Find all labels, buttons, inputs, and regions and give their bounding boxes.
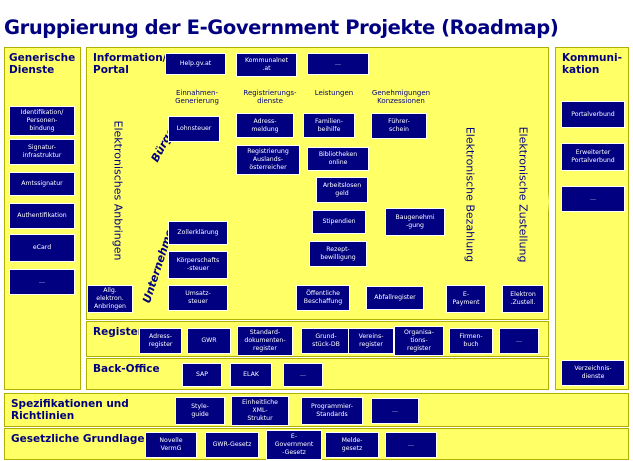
gesetzlich-more-box[interactable]: ...	[385, 432, 437, 458]
registrierung-header: Registrierungs- dienste	[243, 89, 297, 105]
adressregister-box[interactable]: Adress- register	[139, 328, 182, 354]
zustellung-label: Elektronische Zustellung	[516, 126, 530, 263]
e-government-gesetz-box[interactable]: E- Government -Gesetz	[266, 430, 322, 460]
kommunikation-title: Kommuni- kation	[562, 52, 622, 76]
grundstueck-db-box[interactable]: Grund- stück-DB	[301, 328, 351, 354]
leistungen-header: Leistungen	[314, 89, 354, 97]
baugenehmigung-box[interactable]: Baugenehmi -gung	[385, 208, 445, 236]
identifikation-box[interactable]: Identifikation/ Personen- bindung	[9, 106, 75, 136]
koerperschaftssteuer-box[interactable]: Körperschafts -steuer	[168, 251, 228, 279]
generisch-more-box[interactable]: ...	[9, 269, 75, 295]
generische-dienste-panel: Generische Dienste Identifikation/ Perso…	[4, 47, 81, 390]
gesetzliche-grundlagen-title: Gesetzliche Grundlagen	[11, 433, 152, 445]
help-gv-box[interactable]: Help.gv.at	[165, 53, 226, 75]
amtssignatur-box[interactable]: Amtssignatur	[9, 172, 75, 196]
anbringen-label: Elektronisches Anbringen	[111, 120, 125, 261]
meldegesetz-box[interactable]: Melde- gesetz	[325, 432, 379, 458]
information-more-box[interactable]: ...	[307, 53, 369, 75]
ecard-box[interactable]: eCard	[9, 234, 75, 262]
register-title: Register	[93, 326, 143, 338]
anbringen-chevron	[87, 87, 139, 317]
gwr-gesetz-box[interactable]: GWR-Gesetz	[205, 432, 259, 458]
erweiterter-portalverbund-box[interactable]: Erweiterter Portalverbund	[561, 143, 625, 171]
e-payment-box[interactable]: E- Payment	[446, 285, 486, 313]
arbeitslosengeld-box[interactable]: Arbeitslosen geld	[316, 177, 368, 203]
firmenbuch-box[interactable]: Firmen- buch	[449, 328, 493, 354]
kommunikation-more-box[interactable]: ...	[561, 186, 625, 212]
zollerklaerung-box[interactable]: Zollerklärung	[168, 221, 228, 245]
zustellung-chevron	[499, 87, 549, 317]
styleguide-box[interactable]: Style- guide	[175, 397, 225, 425]
einnahmen-header: Einnahmen- Generierung	[175, 89, 219, 105]
stipendien-box[interactable]: Stipendien	[312, 210, 366, 234]
genehmigungen-header: Genehmigungen Konzessionen	[371, 89, 431, 105]
backoffice-more-box[interactable]: ...	[283, 363, 323, 387]
vereinsregister-box[interactable]: Vereins- register	[348, 328, 394, 354]
programmierstandards-box[interactable]: Programmier- Standards	[301, 397, 363, 425]
gesetzliche-grundlagen-panel: Gesetzliche Grundlagen Novelle VermG GWR…	[4, 428, 629, 460]
information-portal-panel: Information/ Portal Help.gv.at Kommunaln…	[86, 47, 549, 320]
back-office-title: Back-Office	[93, 363, 160, 375]
generische-dienste-title: Generische Dienste	[9, 52, 76, 76]
adressmeldung-box[interactable]: Adress- meldung	[236, 113, 294, 138]
abfallregister-box[interactable]: Abfallregister	[366, 286, 424, 310]
spezifikationen-title: Spezifikationen und Richtlinien	[11, 398, 129, 422]
back-office-panel: Back-Office SAP ELAK ...	[86, 358, 549, 390]
authentifikation-box[interactable]: Authentifikation	[9, 203, 75, 229]
signatur-box[interactable]: Signatur- infrastruktur	[9, 139, 75, 165]
register-panel: Register Adress- register GWR Standard- …	[86, 321, 549, 357]
umsatzsteuer-box[interactable]: Umsatz- steuer	[168, 285, 228, 311]
allg-anbringen-box[interactable]: Allg. elektron. Anbringen	[87, 285, 133, 313]
sap-box[interactable]: SAP	[182, 363, 222, 387]
register-more-box[interactable]: ...	[499, 328, 539, 354]
xml-struktur-box[interactable]: Einheitliche XML- Struktur	[231, 396, 289, 426]
spezifikationen-more-box[interactable]: ...	[371, 398, 419, 424]
lohnsteuer-box[interactable]: Lohnsteuer	[168, 116, 220, 142]
portalverbund-box[interactable]: Portalverbund	[561, 101, 625, 128]
kommunikation-panel: Kommuni- kation Portalverbund Erweiterte…	[555, 47, 629, 390]
rezeptbewilligung-box[interactable]: Rezept- bewilligung	[309, 241, 367, 267]
spezifikationen-panel: Spezifikationen und Richtlinien Style- g…	[4, 393, 629, 427]
standarddokumentenregister-box[interactable]: Standard- dokumenten- register	[237, 326, 293, 356]
bezahlung-chevron	[443, 87, 497, 317]
information-portal-title: Information/ Portal	[93, 52, 167, 76]
bibliotheken-box[interactable]: Bibliotheken online	[307, 147, 369, 171]
verzeichnisdienste-box[interactable]: Verzeichnis- dienste	[561, 360, 625, 386]
kommunalnet-box[interactable]: Kommunalnet .at	[236, 53, 297, 77]
auslandsoesterreicher-box[interactable]: Registrierung Auslands- österreicher	[236, 145, 300, 175]
beschaffung-box[interactable]: Öffentliche Beschaffung	[296, 285, 350, 311]
novelle-vermg-box[interactable]: Novelle VermG	[145, 432, 197, 458]
page-title: Gruppierung der E-Government Projekte (R…	[4, 16, 559, 39]
bezahlung-label: Elektronische Bezahlung	[463, 126, 477, 263]
elak-box[interactable]: ELAK	[230, 363, 272, 387]
familienbeihilfe-box[interactable]: Familien- beihilfe	[303, 113, 355, 138]
elektron-zustellung-box[interactable]: Elektron .Zustell.	[502, 285, 544, 313]
gwr-box[interactable]: GWR	[187, 328, 231, 354]
organisationsregister-box[interactable]: Organisa- tions- register	[394, 326, 444, 356]
fuehrerschein-box[interactable]: Führer- schein	[371, 113, 427, 139]
